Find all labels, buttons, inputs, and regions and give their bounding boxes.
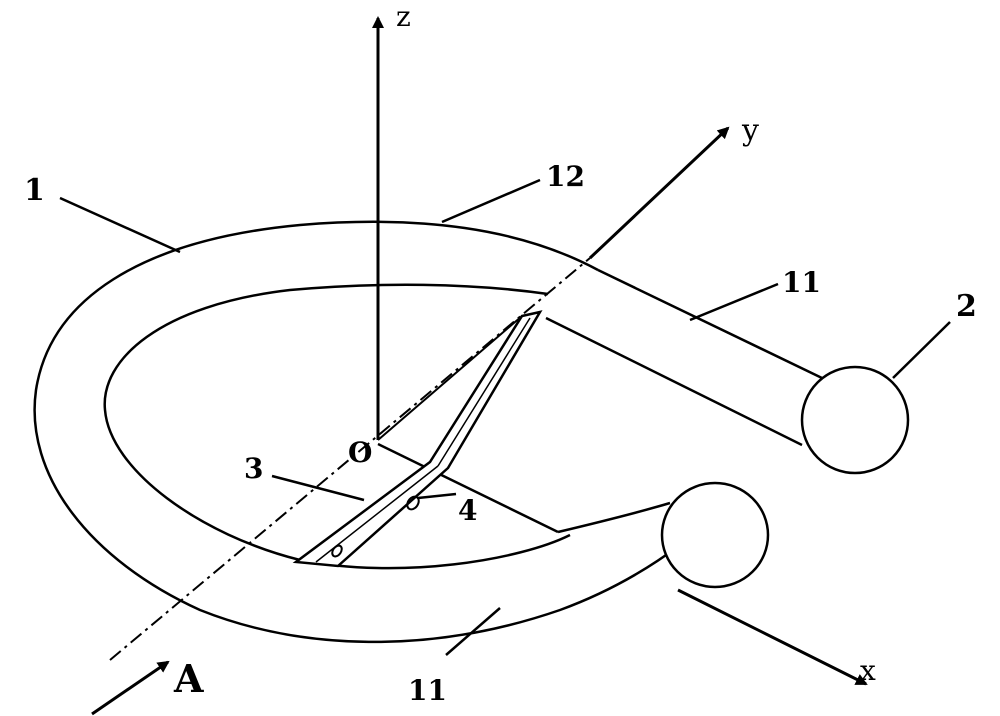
end-cap-2	[800, 365, 910, 475]
x-axis-inner	[377, 442, 559, 534]
end-cap-lower	[660, 481, 770, 589]
part-2-label: 2	[956, 289, 977, 324]
part-12-label: 12	[546, 160, 585, 193]
part-4-label: 4	[458, 494, 477, 527]
leader-4	[417, 492, 457, 500]
upper-leg-bottom-edge	[545, 316, 803, 447]
leader-11-upper	[689, 282, 779, 322]
part-1-label: 1	[24, 173, 45, 208]
view-a-label: A	[173, 656, 204, 701]
part-11-lower-label: 11	[408, 674, 447, 707]
hole-4-upper	[406, 495, 420, 511]
x-axis	[677, 588, 868, 686]
x-axis-label: x	[860, 654, 876, 687]
strut-3	[292, 310, 543, 568]
leader-2	[892, 321, 951, 379]
part-11-upper-label: 11	[782, 266, 821, 299]
tube-outer-edge	[33, 220, 681, 644]
strut-3-back-edge	[377, 315, 523, 441]
upper-leg-top-edge	[597, 268, 823, 380]
leader-1	[59, 196, 181, 254]
part-3-label: 3	[244, 452, 263, 485]
y-axis	[588, 126, 730, 260]
y-axis-dashdot	[109, 257, 591, 661]
hole-4-lower	[331, 544, 343, 558]
leader-12	[441, 178, 541, 224]
origin-label: O	[348, 436, 372, 469]
lower-leg-top-edge	[557, 501, 671, 534]
z-axis-label: z	[396, 0, 411, 33]
y-axis-label: y	[741, 113, 759, 148]
view-a-arrow	[91, 660, 170, 716]
leader-3	[271, 474, 365, 502]
tube-inner-edge	[103, 283, 571, 570]
strut-3-inner-line-a	[437, 317, 531, 467]
leader-11-lower	[445, 607, 501, 656]
